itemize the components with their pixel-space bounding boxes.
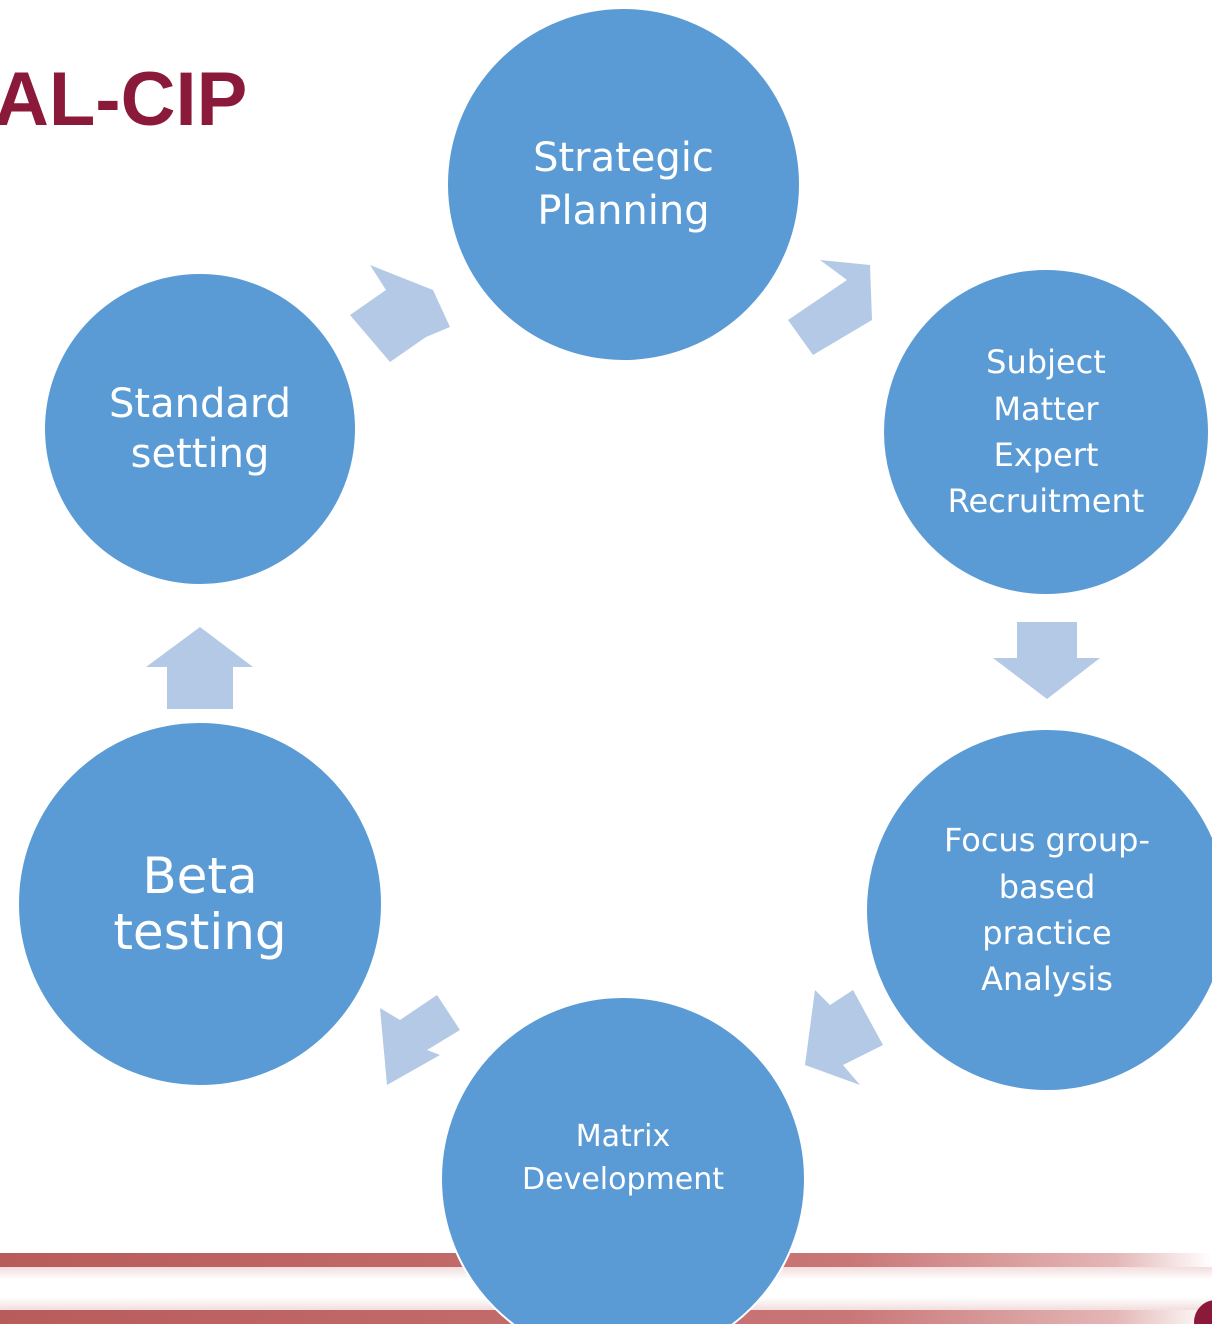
node-label: Subject — [986, 343, 1106, 382]
arrow-icon — [805, 990, 883, 1085]
arrow-icon — [993, 622, 1100, 699]
arrow-icon — [350, 265, 450, 362]
node-label: Strategic — [533, 134, 714, 181]
arrow-icon — [788, 260, 872, 355]
node-beta-testing: Beta testing — [17, 721, 383, 1087]
node-label: Matrix — [575, 1119, 671, 1155]
node-label: Planning — [537, 187, 710, 234]
node-label: based — [998, 867, 1096, 906]
node-matrix-development: Matrix Development — [440, 996, 806, 1324]
node-label: practice — [982, 914, 1112, 952]
node-label: Beta — [142, 847, 258, 905]
node-strategic-planning: Strategic Planning — [446, 7, 801, 362]
node-label: Focus group- — [943, 821, 1151, 860]
node-label: Analysis — [981, 960, 1113, 999]
node-label: Matter — [993, 389, 1099, 428]
slide-title: AL-CIP — [0, 57, 248, 142]
node-label: Expert — [993, 436, 1099, 474]
node-label: testing — [113, 903, 287, 961]
arrow-icon — [380, 995, 460, 1085]
node-label: Standard — [109, 381, 291, 427]
node-sme-recruitment: Subject Matter Expert Recruitment — [882, 268, 1210, 596]
arrow-icon — [146, 627, 253, 709]
node-standard-setting: Standard setting — [43, 272, 357, 586]
node-label: setting — [130, 431, 270, 477]
node-label: Development — [522, 1162, 724, 1197]
node-label: Recruitment — [947, 482, 1145, 521]
node-practice-analysis: Focus group- based practice Analysis — [865, 728, 1212, 1092]
